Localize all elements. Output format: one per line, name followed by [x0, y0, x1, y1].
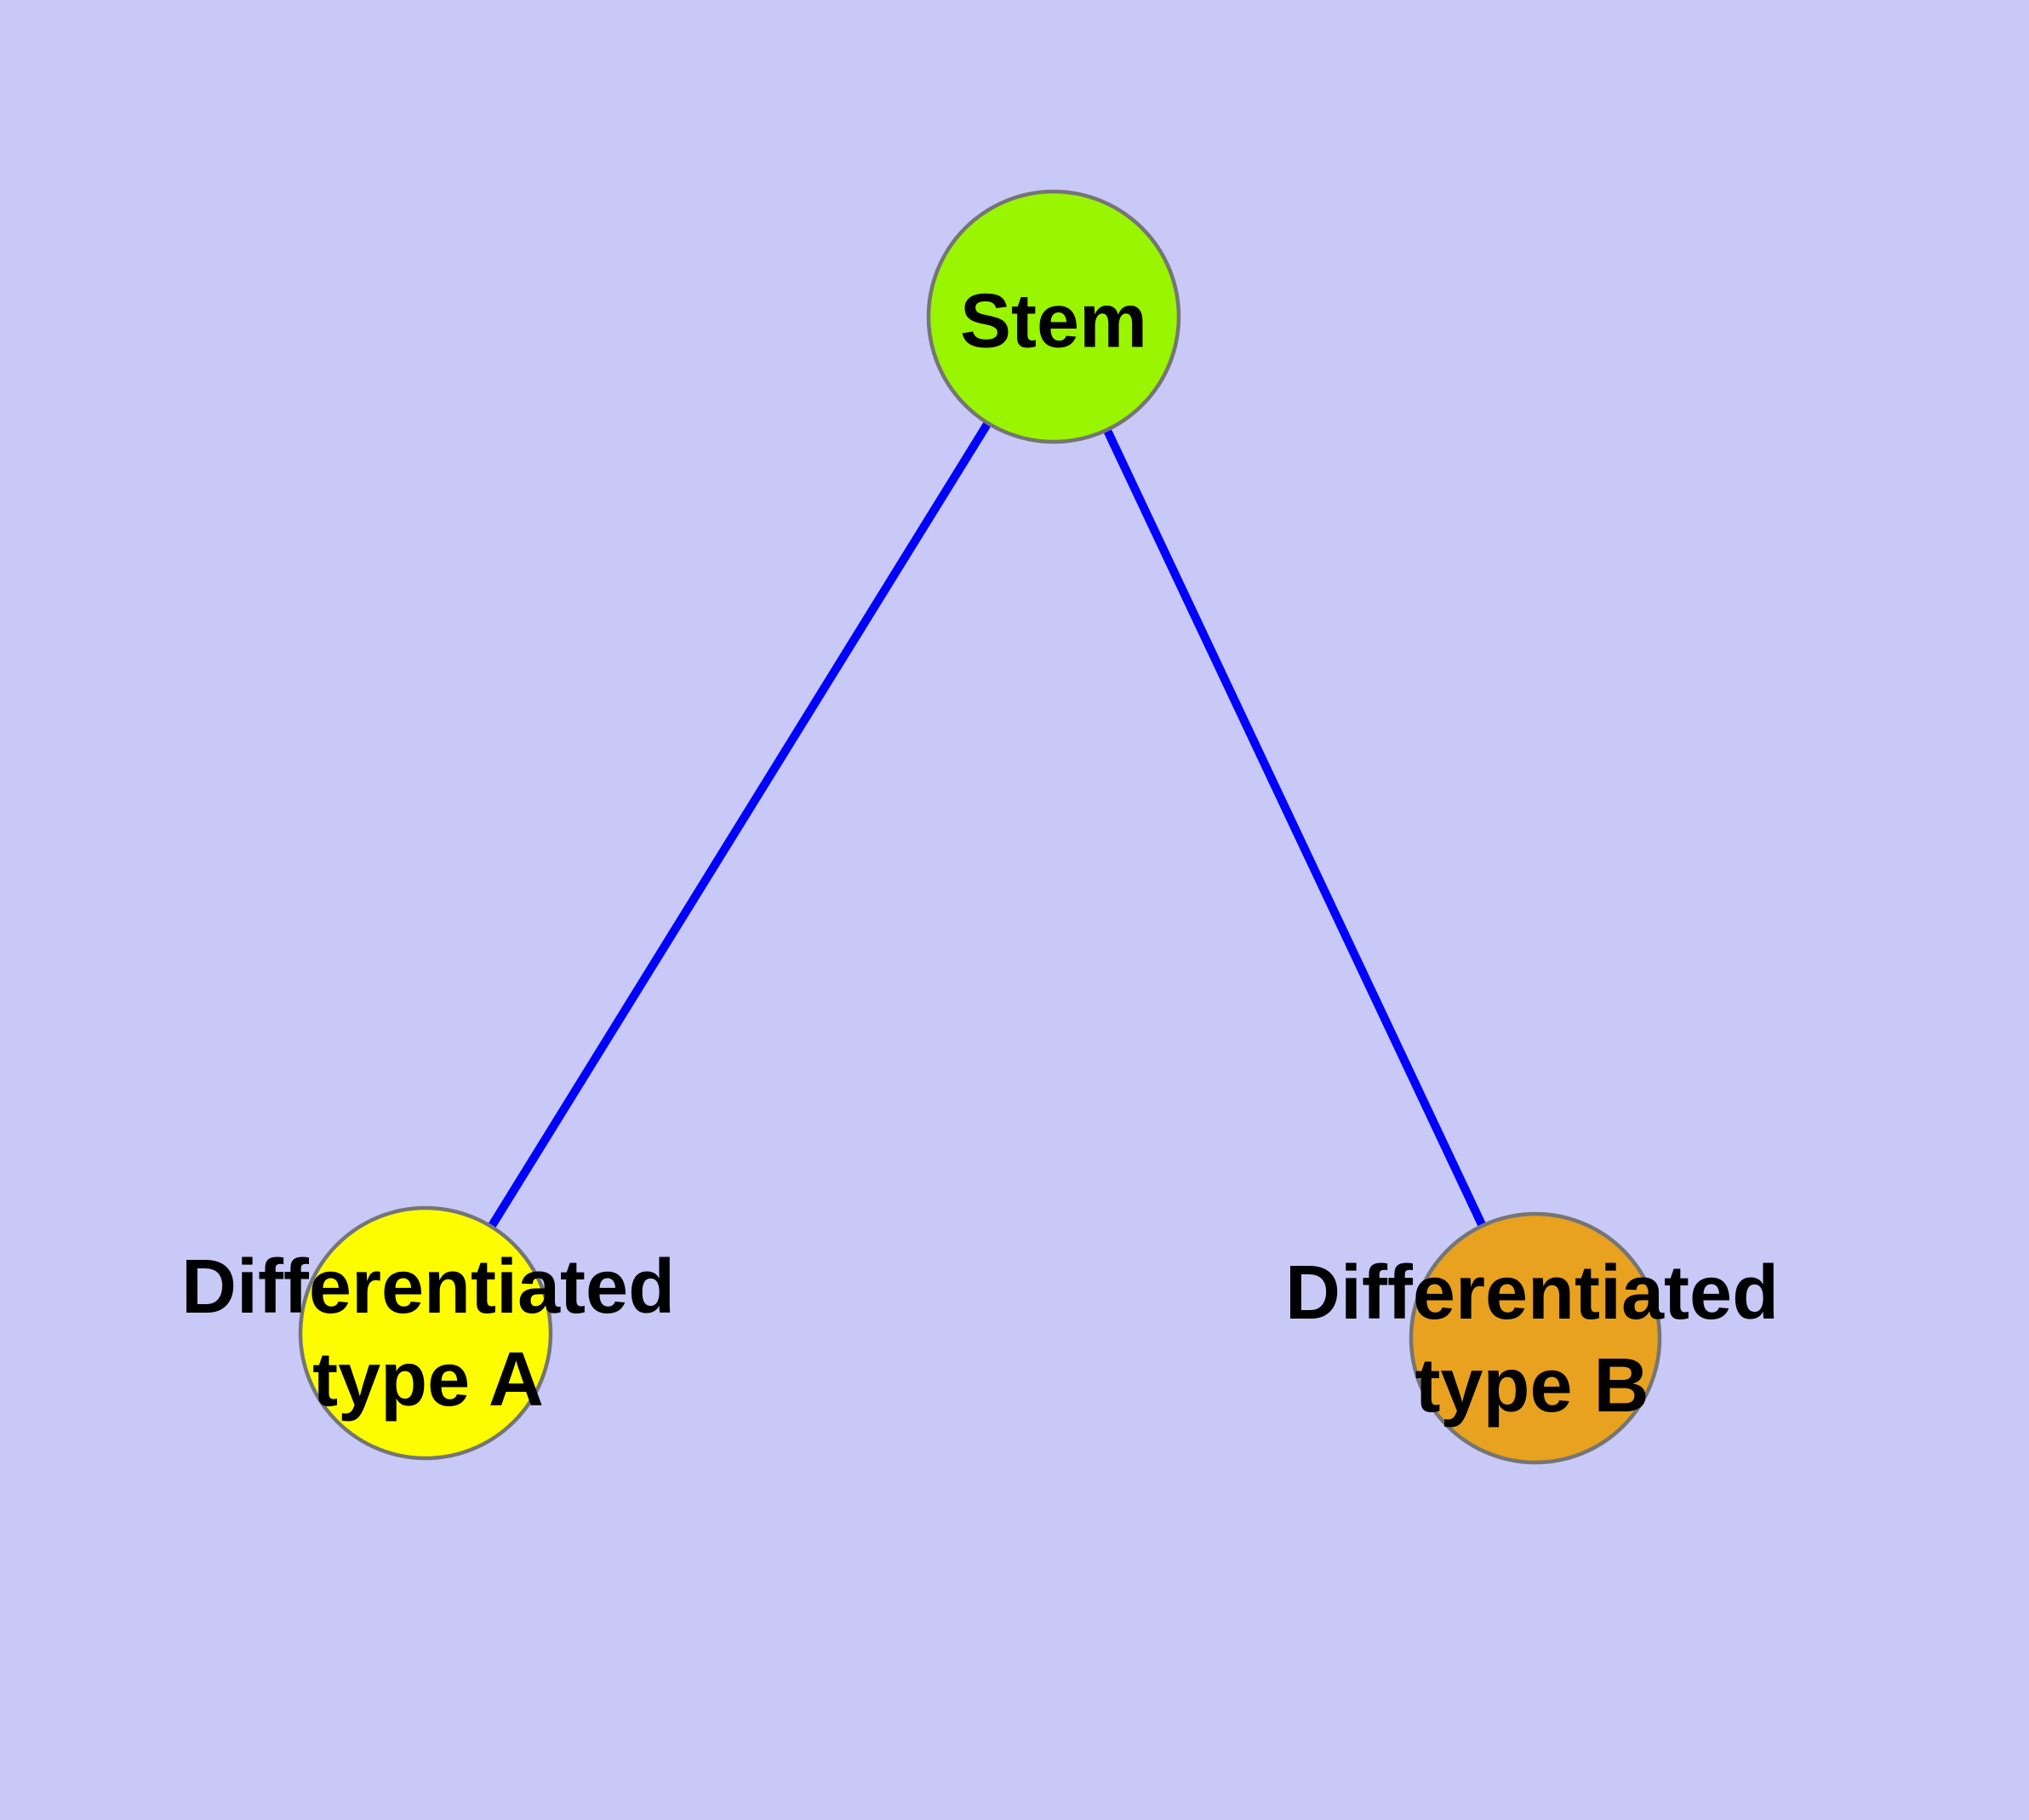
node-type-b-label: Differentiated type B — [1285, 1247, 1779, 1433]
node-type-a-label: Differentiated type A — [181, 1241, 675, 1427]
node-type-b-label-line1: Differentiated — [1284, 1251, 1780, 1336]
node-stem-label: Stem — [960, 276, 1147, 369]
node-type-a-label-line1: Differentiated — [180, 1245, 676, 1330]
node-stem-circle — [926, 189, 1181, 444]
node-type-a-label-line2: type A — [312, 1337, 544, 1422]
node-stem-label-text: Stem — [959, 278, 1148, 364]
edge-stem-to-type-b — [1049, 314, 1540, 1341]
edge-stem-to-type-a — [421, 314, 1058, 1336]
node-type-b-circle — [1409, 1211, 1662, 1465]
node-type-b-label-line2: type B — [1415, 1343, 1649, 1428]
node-type-a-circle — [298, 1205, 553, 1461]
